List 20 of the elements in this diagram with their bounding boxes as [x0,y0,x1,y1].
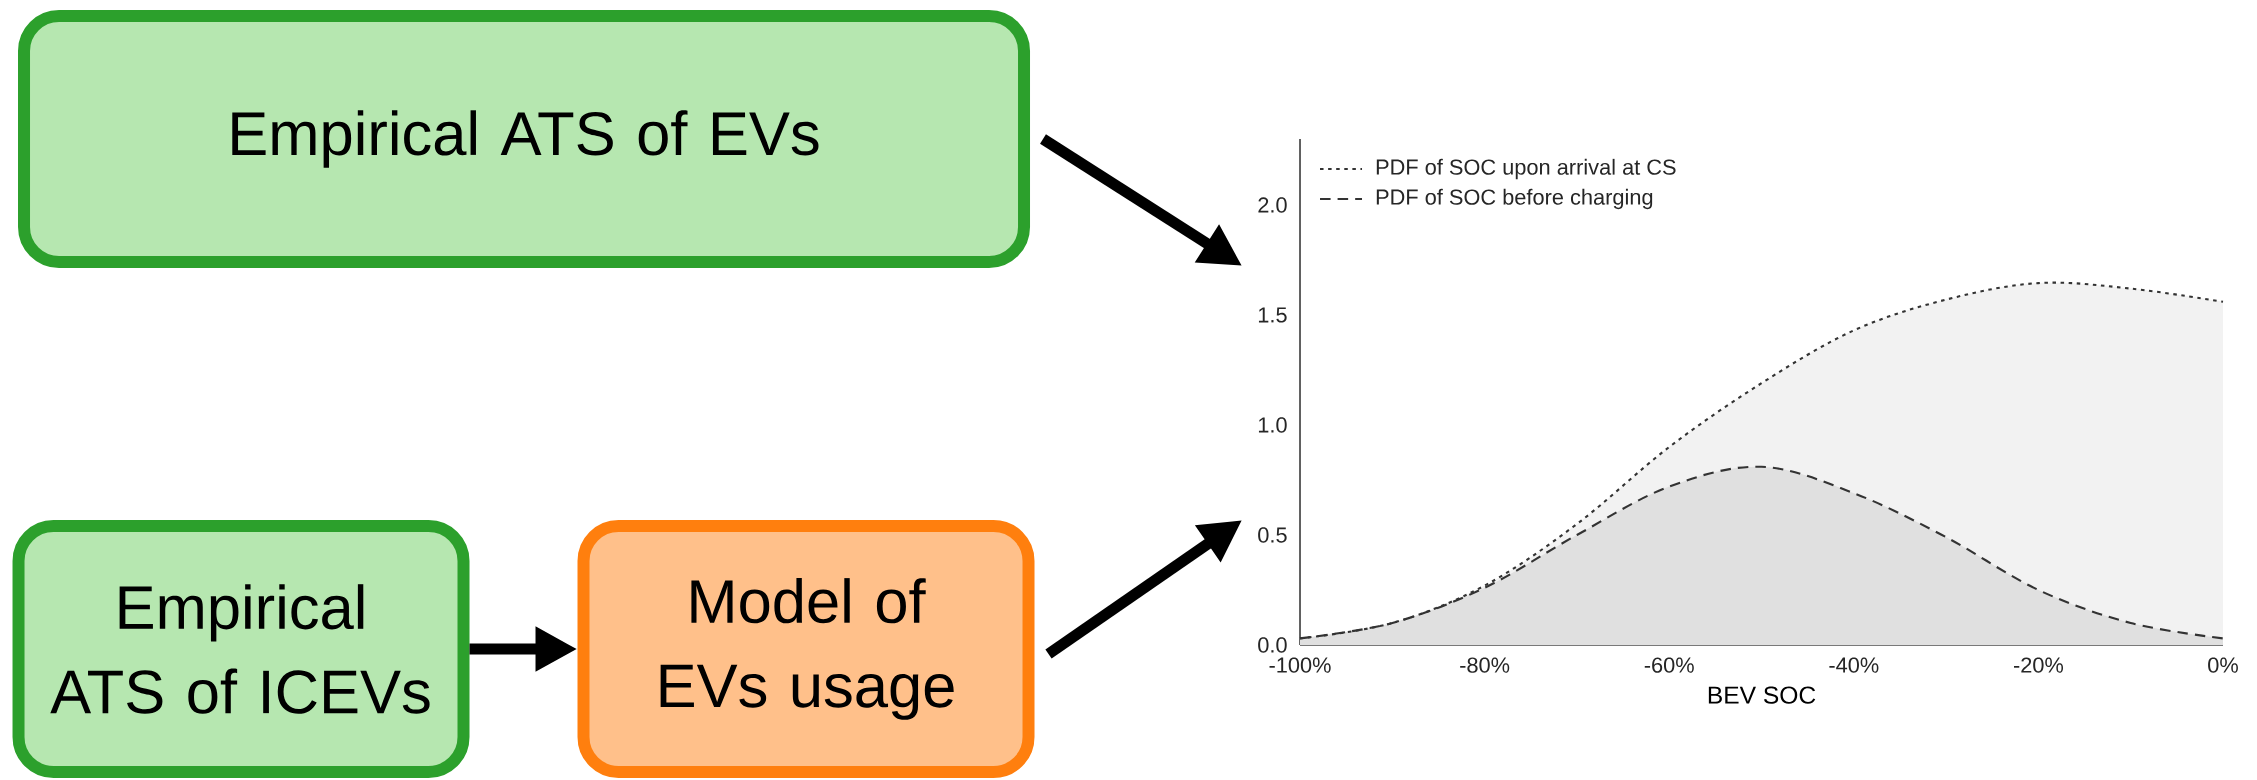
legend-label: PDF of SOC before charging [1376,188,1653,210]
x-axis-title: BEV SOC [1708,686,1816,704]
y-tick-label: 0.0 [1258,637,1287,653]
x-tick-label: -80% [1460,657,1510,673]
x-tick-label: -40% [1829,657,1879,673]
x-tick-label: -60% [1644,657,1694,673]
process-box: Empirical ATS of EVs [18,10,1030,268]
y-tick-label: 1.0 [1258,417,1287,433]
y-tick-label: 0.5 [1258,527,1287,543]
legend-entry: PDF of SOC before charging [1320,188,1653,210]
legend-entry: PDF of SOC upon arrival at CS [1320,158,1676,180]
y-tick-label: 1.5 [1258,307,1287,323]
x-tick-label: -20% [2013,657,2064,673]
legend-label: PDF of SOC upon arrival at CS [1376,158,1676,180]
process-box: Empirical ATS of ICEVs [12,520,470,778]
x-tick-label: 0% [2208,657,2238,673]
x-tick-label: -100% [1269,657,1331,673]
y-tick-label: 2.0 [1258,197,1287,213]
area-chart [1258,138,2238,704]
process-box: Model of EVs usage [577,520,1035,778]
